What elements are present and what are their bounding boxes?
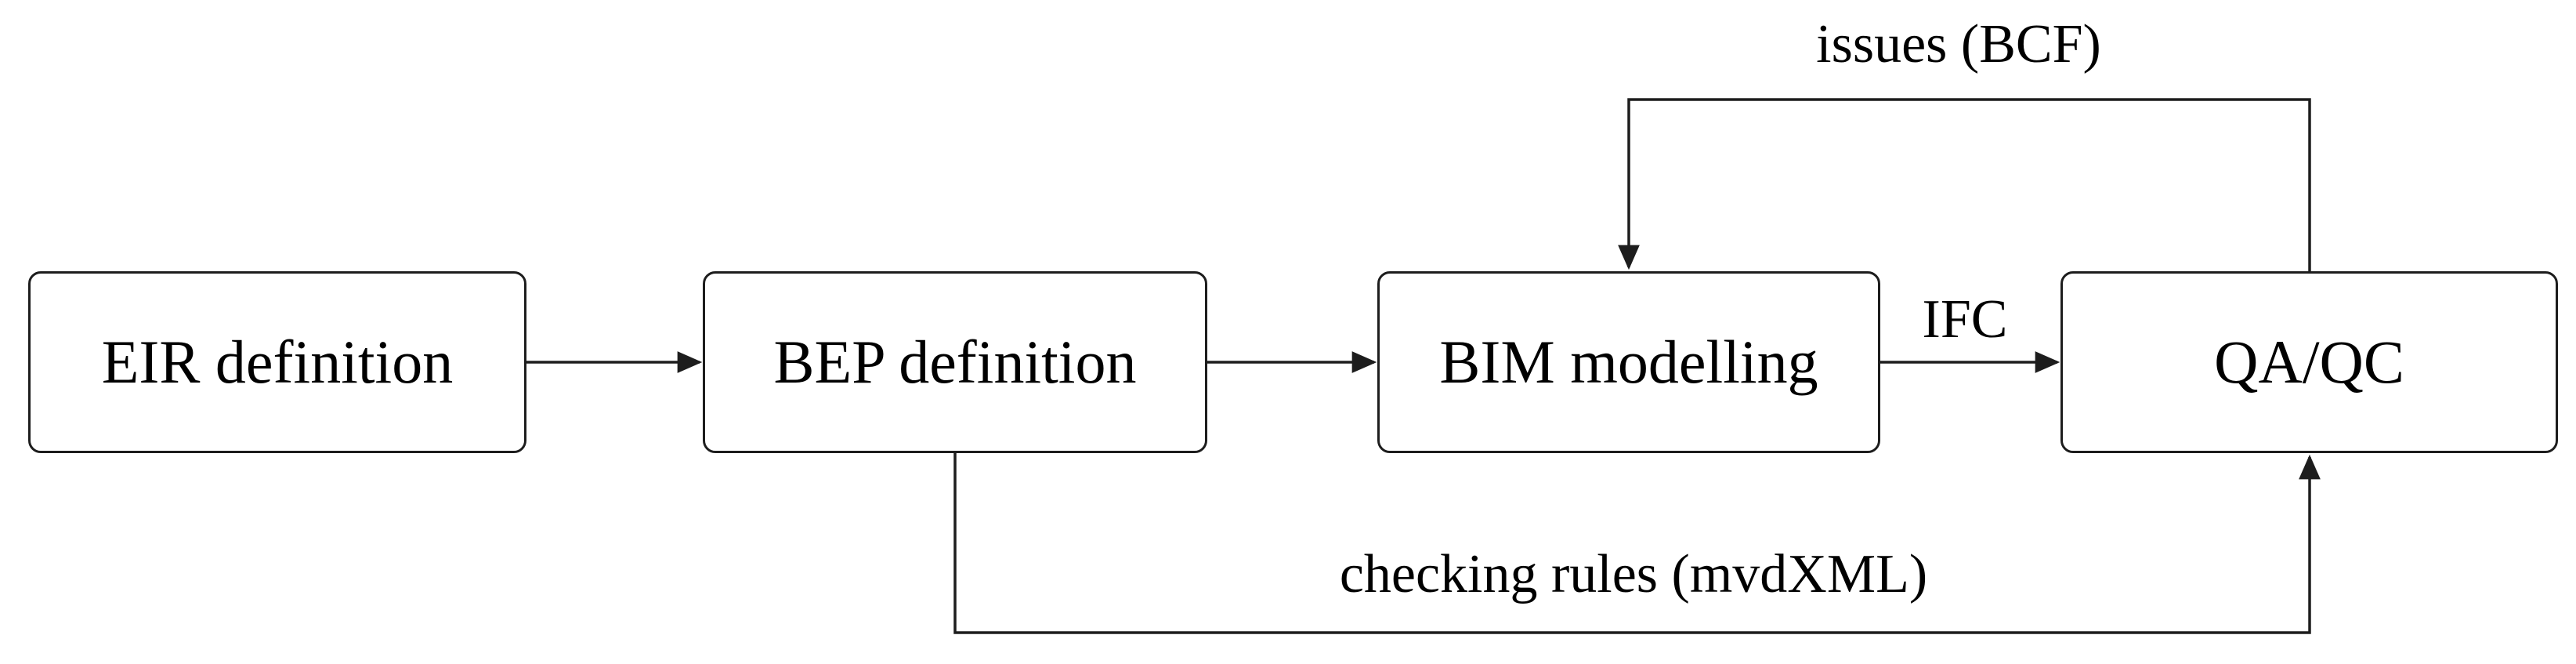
node-qa-qc-label: QA/QC — [2214, 328, 2404, 396]
node-bep-definition: BEP definition — [703, 271, 1207, 453]
node-bim-modelling-label: BIM modelling — [1439, 328, 1818, 396]
edge-label-ifc: IFC — [1916, 292, 2014, 347]
node-eir-definition-label: EIR definition — [101, 328, 454, 396]
edge-bep-to-qaqc-rules — [953, 453, 2321, 634]
edge-label-checking-rules-mvdxml: checking rules (mvdXML) — [1333, 547, 1934, 602]
node-bim-modelling: BIM modelling — [1377, 271, 1880, 453]
edge-qaqc-to-bim-feedback — [1618, 98, 2311, 271]
node-eir-definition: EIR definition — [28, 271, 526, 453]
node-bep-definition-label: BEP definition — [773, 328, 1137, 396]
node-qa-qc: QA/QC — [2060, 271, 2558, 453]
edge-label-issues-bcf: issues (BCF) — [1810, 17, 2107, 72]
